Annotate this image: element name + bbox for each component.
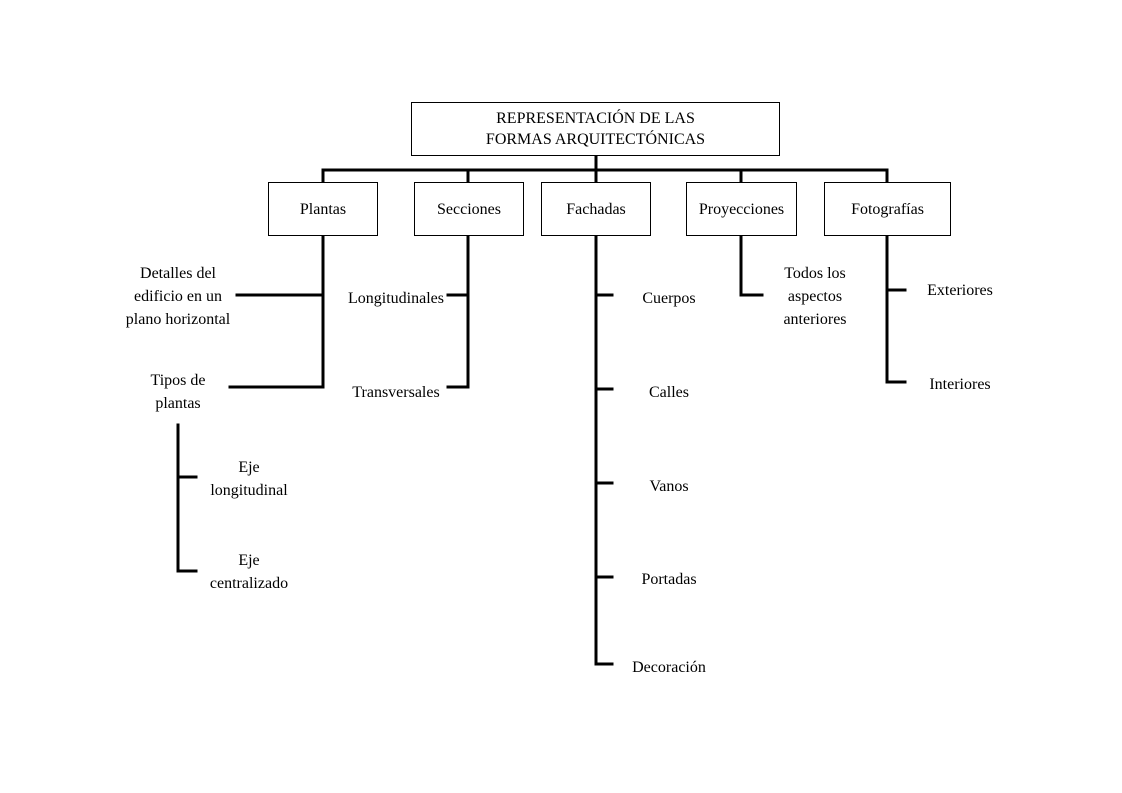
category-fotografias: Fotografías [824, 182, 951, 236]
leaf-exteriores: Exteriores [927, 282, 993, 299]
leaf-longitudinales: Longitudinales [348, 290, 444, 307]
root-node: REPRESENTACIÓN DE LAS FORMAS ARQUITECTÓN… [411, 102, 780, 156]
leaf-calles: Calles [649, 384, 689, 401]
leaf-cuerpos: Cuerpos [642, 290, 696, 307]
leaf-transversales: Transversales [352, 384, 440, 401]
leaf-tipos-plantas: Tipos de plantas [150, 372, 206, 412]
leaf-eje-longitudinal: Eje longitudinal [210, 459, 288, 499]
leaf-vanos: Vanos [649, 478, 689, 495]
category-plantas-label: Plantas [299, 200, 347, 218]
leaf-decoracion: Decoración [632, 659, 706, 676]
leaf-detalles-edificio: Detalles del edificio en un plano horizo… [125, 265, 231, 328]
leaf-portadas: Portadas [641, 571, 697, 588]
leaf-todos-aspectos: Todos los aspectos anteriores [783, 265, 847, 328]
root-node-label: REPRESENTACIÓN DE LAS FORMAS ARQUITECTÓN… [485, 110, 706, 148]
category-fotografias-label: Fotografías [851, 200, 924, 218]
category-proyecciones-label: Proyecciones [698, 200, 785, 218]
category-fachadas: Fachadas [541, 182, 651, 236]
category-secciones: Secciones [414, 182, 524, 236]
leaf-eje-centralizado: Eje centralizado [209, 552, 289, 592]
category-fachadas-label: Fachadas [566, 200, 626, 218]
leaf-interiores: Interiores [929, 376, 991, 393]
category-proyecciones: Proyecciones [686, 182, 797, 236]
category-plantas: Plantas [268, 182, 378, 236]
category-secciones-label: Secciones [437, 200, 501, 218]
